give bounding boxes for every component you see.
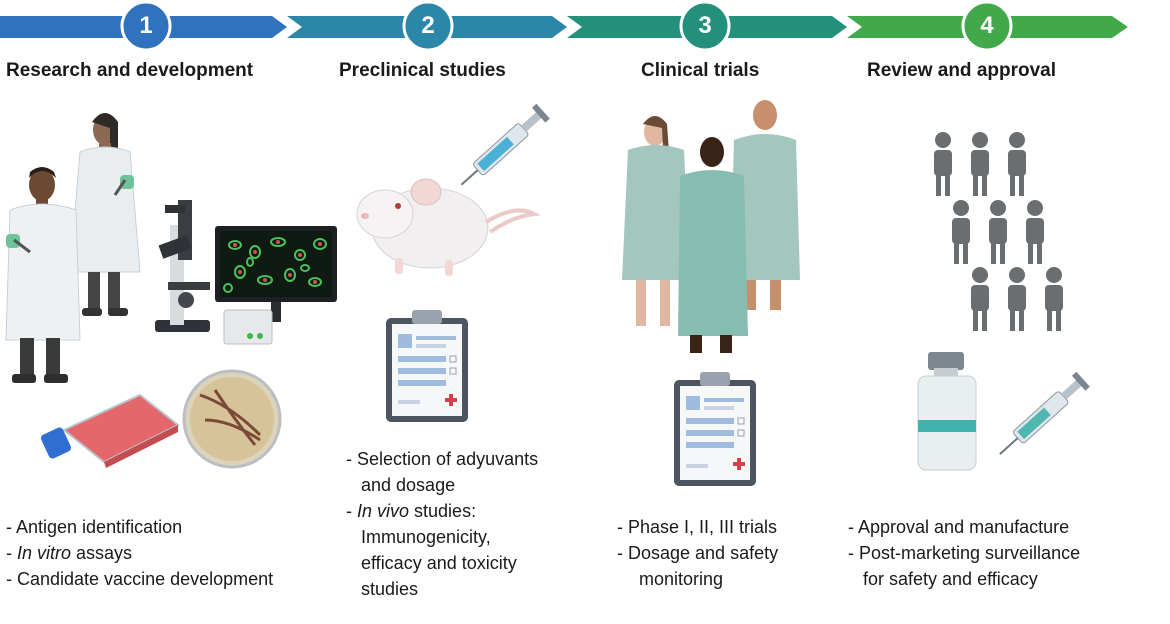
bullet-item: - Phase I, II, III trials [617,517,778,537]
bullet-item: - Antigen identification [6,517,183,537]
petri-dish-icon [182,369,282,469]
mouse-icon [356,178,541,276]
clinical-bullet-list: - Phase I, II, III trials - Dosage and s… [617,514,778,592]
preclinical-bullet-list: - Selection of adyuvants and dosage - In… [346,446,538,602]
step-circle-1 [120,0,172,52]
bullet-item: - Dosage and safety [617,543,779,563]
step-number-2: 2 [421,12,435,39]
clipboard-icon [674,372,756,486]
step-number-4: 4 [980,12,994,39]
research-bullet-list: - Antigen identification - In vitro assa… [6,514,273,592]
bullet-item: - In vivo studies: [346,501,477,521]
patients-icon [622,100,800,353]
step-circle-4 [961,0,1013,52]
bullet-continuation: efficacy and toxicity [361,553,517,573]
clipboard-icon [386,310,468,422]
scientist-icon [5,113,141,383]
bullet-item: - Selection of adyuvants [346,449,539,469]
step-circle-3 [679,0,731,52]
vaccine-vial-icon [917,352,977,471]
bullet-item: - Approval and manufacture [848,517,1070,537]
bullet-continuation: Immunogenicity, [361,527,491,547]
bullet-item: - In vitro assays [6,543,133,563]
population-icon [934,132,1063,331]
step-number-3: 3 [698,12,712,39]
step-circles [120,0,1013,52]
step-title-3: Clinical trials [641,60,760,81]
step-number-1: 1 [139,12,153,39]
bullet-item: - Candidate vaccine development [6,569,274,589]
step-title-4: Review and approval [867,60,1057,81]
bullet-continuation: monitoring [639,569,724,589]
syringe-icon [460,103,550,186]
syringe-icon [999,371,1090,455]
bullet-continuation: for safety and efficacy [863,569,1038,589]
bullet-continuation: and dosage [361,475,456,495]
bullet-continuation: studies [361,579,419,599]
review-bullet-list: - Approval and manufacture - Post-market… [848,514,1080,592]
monitor-cells-icon [215,226,337,345]
bullet-item: - Post-marketing surveillance [848,543,1081,563]
step-title-2: Preclinical studies [339,60,506,81]
step-circle-2 [402,0,454,52]
culture-flask-icon [40,393,180,468]
microscope-icon [155,200,210,332]
step-title-1: Research and development [6,60,254,81]
